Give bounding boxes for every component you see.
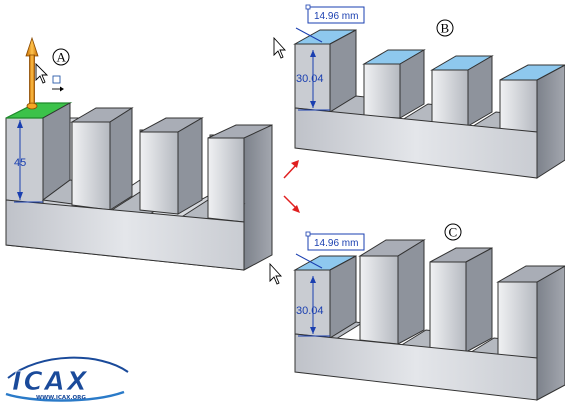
- part-a-dim-arrow-bottom: [17, 192, 23, 200]
- part-c-base-front: [294, 333, 538, 401]
- part-a-base-front: [5, 199, 245, 271]
- part-a-dim-arrow-top: [17, 120, 23, 128]
- move-handle-icon[interactable]: [25, 36, 39, 110]
- svg-text:B: B: [441, 21, 450, 36]
- logo-name: ICAX: [12, 367, 89, 397]
- transition-arrow-icon: [283, 160, 300, 213]
- part-b-prong2-side: [399, 49, 425, 119]
- mouse-cursor-icon: [35, 62, 64, 92]
- part-a-prong2-side: [109, 107, 133, 211]
- part-a-prong2-front: [71, 121, 111, 211]
- part-c: 30.04 14.96 mm: [293, 231, 565, 401]
- part-a-prong3-side: [177, 117, 203, 215]
- part-c-dim-label: 30.04: [296, 305, 324, 317]
- label-a: A: [52, 48, 70, 66]
- mouse-cursor-icon: [273, 36, 287, 59]
- part-b-dim-label: 30.04: [296, 73, 324, 85]
- svg-text:C: C: [449, 225, 458, 240]
- part-b-prong3-side: [467, 55, 493, 127]
- part-a-dim-label: 45: [14, 157, 26, 169]
- part-a-prong4-front: [207, 137, 245, 223]
- part-c-prong2-side: [397, 239, 425, 345]
- mouse-cursor-icon: [269, 262, 283, 285]
- part-a-prong3-front: [139, 131, 179, 215]
- part-a-side-face: [243, 124, 273, 271]
- part-c-prong4-front: [497, 281, 538, 359]
- part-b-prong2-front: [363, 63, 401, 119]
- part-c-prong2-front: [359, 255, 399, 345]
- part-b-base-front: [294, 107, 538, 179]
- part-b-side-face: [536, 64, 565, 179]
- part-b-prong3-front: [431, 69, 469, 127]
- svg-text:A: A: [57, 50, 67, 65]
- label-b: B: [436, 19, 454, 37]
- part-c-side-face: [536, 265, 565, 401]
- part-c-dim-box[interactable]: [307, 233, 365, 251]
- part-b-dim-box-label: 14.96 mm: [314, 11, 358, 22]
- part-a: 45: [5, 102, 273, 271]
- icax-logo: ICAX WWW.ICAX.ORG: [5, 356, 129, 402]
- logo-url: WWW.ICAX.ORG: [36, 395, 86, 401]
- part-b: 30.04 14.96 mm: [293, 4, 565, 179]
- part-c-dim-box-label: 14.96 mm: [314, 238, 358, 249]
- part-c-prong3-side: [465, 247, 493, 353]
- part-c-prong3-front: [429, 261, 467, 353]
- label-c: C: [444, 223, 462, 241]
- part-b-dim-box[interactable]: [307, 6, 365, 24]
- part-b-prong4-front: [499, 79, 538, 133]
